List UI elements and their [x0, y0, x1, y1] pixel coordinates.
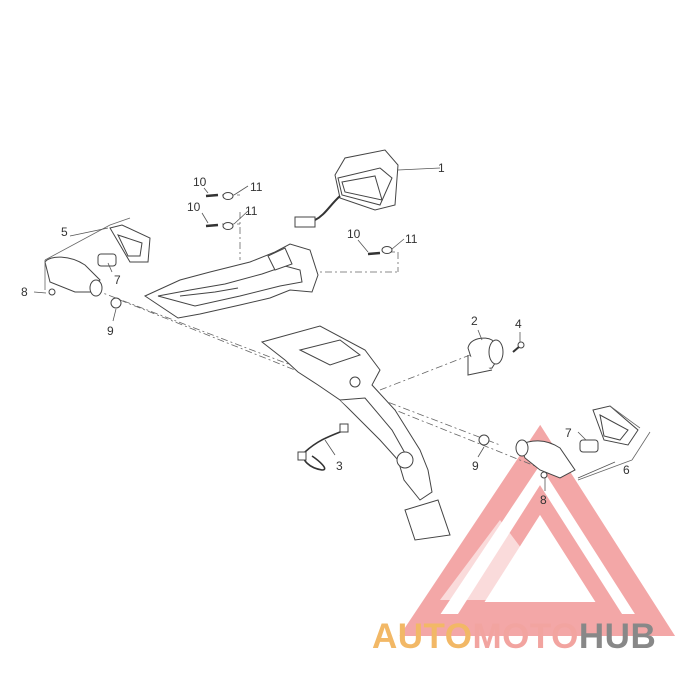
callout-4: 4 — [515, 317, 522, 331]
callout-3: 3 — [336, 459, 343, 473]
watermark-moto: MOTO — [473, 617, 579, 656]
rear-undertray — [143, 243, 319, 319]
watermark-logo — [399, 424, 676, 636]
callout-labels: 1 2 3 4 5 6 7 7 8 8 9 9 10 10 10 11 11 1… — [21, 161, 630, 507]
callout-11-b: 11 — [245, 204, 258, 218]
watermark-text: AUTOMOTOHUB — [372, 617, 656, 656]
callout-9-right: 9 — [472, 459, 479, 473]
callout-10-b: 10 — [187, 200, 201, 214]
callout-7-left: 7 — [114, 273, 121, 287]
callout-9-left: 9 — [107, 324, 114, 338]
left-turn-indicator — [44, 217, 151, 309]
right-turn-indicator — [478, 405, 651, 481]
callout-1: 1 — [438, 161, 445, 175]
callout-6: 6 — [623, 463, 630, 477]
callout-11-c: 11 — [405, 232, 418, 246]
callout-2: 2 — [471, 314, 478, 328]
license-plate-light — [467, 337, 504, 376]
screw-4 — [512, 341, 525, 353]
leader-lines — [33, 167, 616, 491]
watermark-hub: HUB — [579, 617, 656, 656]
svg-text:AUTOMOTOHUB: AUTOMOTOHUB — [372, 617, 656, 656]
license-plate-bracket — [260, 325, 451, 541]
callout-5: 5 — [61, 225, 68, 239]
cable-3 — [297, 423, 349, 471]
tail-light — [294, 149, 399, 228]
watermark-auto: AUTO — [372, 617, 473, 656]
callout-10-c: 10 — [347, 227, 361, 241]
callout-11-a: 11 — [250, 180, 263, 194]
callout-8-right: 8 — [540, 493, 547, 507]
callout-8-left: 8 — [21, 285, 28, 299]
bolts-and-washers — [205, 192, 393, 256]
callout-7-right: 7 — [565, 426, 572, 440]
callout-10-a: 10 — [193, 175, 207, 189]
